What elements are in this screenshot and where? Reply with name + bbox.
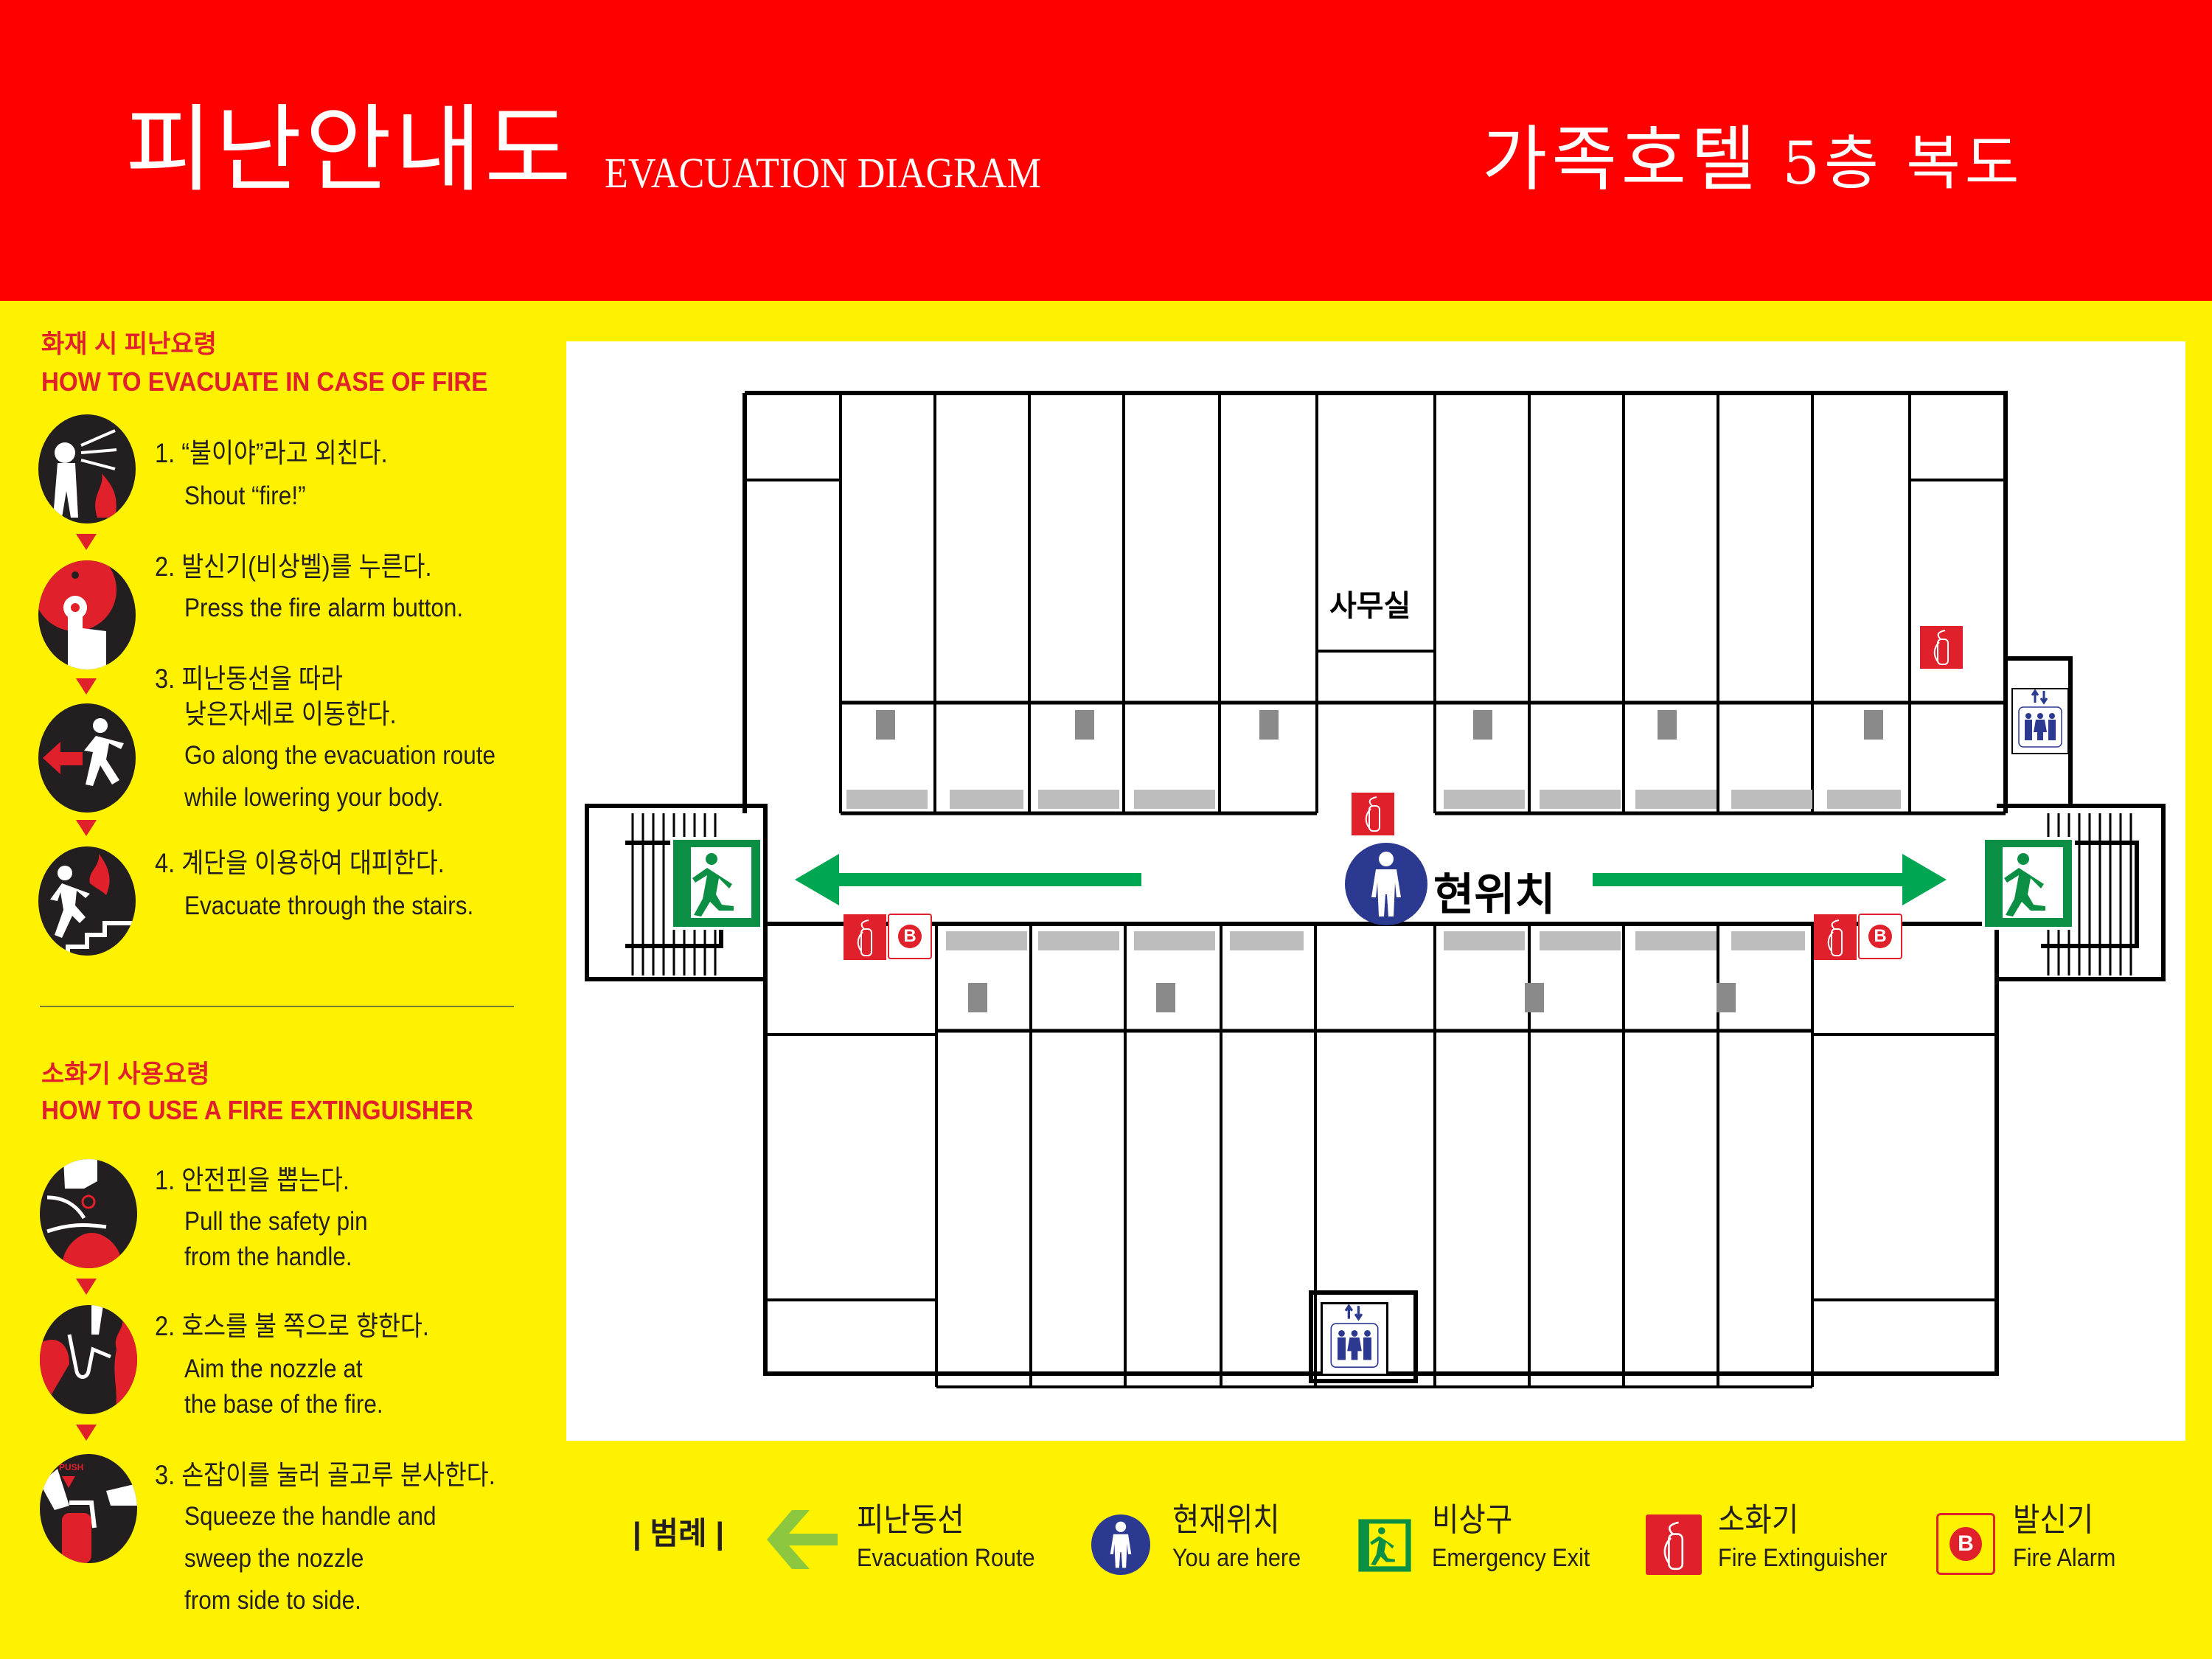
emergency-exit-sign-left <box>670 837 763 930</box>
legend-route-ko: 피난동선 <box>857 1502 964 1538</box>
elevator-icon <box>1321 1302 1388 1376</box>
fire-alarm-marker: B <box>888 914 932 959</box>
location-name: 가족호텔 <box>1482 118 1761 201</box>
evacuate-step-1-en: Shout “fire!” <box>184 481 306 510</box>
extinguisher-step-1-en-line2: from the handle. <box>184 1242 352 1271</box>
stairs-escape-icon <box>38 846 136 956</box>
evacuate-step-3-ko-line1: 3. 피난동선을 따라 <box>155 664 343 694</box>
person-icon <box>1371 852 1401 917</box>
extinguisher-heading-ko: 소화기 사용요령 <box>41 1060 210 1088</box>
office-room-label: 사무실 <box>1329 590 1411 622</box>
legend-title: | 범례 | <box>633 1516 725 1551</box>
fire-extinguisher-marker <box>1920 626 1963 669</box>
legend-alarm-ko: 발신기 <box>2013 1502 2094 1538</box>
fire-extinguisher-icon <box>1646 1514 1702 1575</box>
extinguisher-step-3-ko: 3. 손잡이를 눌러 골고루 분사한다. <box>155 1460 495 1490</box>
legend-here-ko: 현재위치 <box>1172 1502 1280 1538</box>
elevator-icon <box>2011 688 2069 754</box>
extinguisher-step-2-en-line2: the base of the fire. <box>184 1390 383 1419</box>
fire-alarm-icon: B <box>1936 1513 1995 1575</box>
extinguisher-step-3-en-line3: from side to side. <box>184 1586 361 1615</box>
evacuate-step-3-ko-line2: 낮은자세로 이동한다. <box>184 699 397 729</box>
legend-route-en: Evacuation Route <box>857 1544 1035 1572</box>
you-are-here-marker <box>1345 843 1427 925</box>
fire-extinguisher-marker <box>1814 914 1857 960</box>
arrow-down-icon <box>76 678 97 695</box>
legend-exit-ko: 비상구 <box>1432 1502 1513 1538</box>
arrow-down-icon <box>76 1279 97 1295</box>
aim-nozzle-icon <box>40 1305 137 1414</box>
fire-extinguisher-marker <box>844 914 886 960</box>
alarm-button-press-icon <box>38 560 136 669</box>
evacuate-step-3-en-line1: Go along the evacuation route <box>184 741 496 770</box>
you-are-here-icon <box>1091 1514 1150 1575</box>
emergency-exit-icon <box>1357 1516 1413 1579</box>
evacuation-route-arrow-left <box>795 854 1141 909</box>
arrow-down-icon <box>76 820 97 836</box>
extinguisher-step-2-ko: 2. 호스를 불 쪽으로 향한다. <box>155 1311 429 1341</box>
extinguisher-step-3-en-line2: sweep the nozzle <box>184 1544 364 1573</box>
pull-pin-icon <box>40 1159 137 1268</box>
arrow-down-icon <box>76 1425 97 1441</box>
running-exit-icon <box>38 703 136 813</box>
evacuate-heading-ko: 화재 시 피난요령 <box>41 330 217 358</box>
evacuate-step-4-en: Evacuate through the stairs. <box>184 891 474 920</box>
emergency-exit-sign-right <box>1982 837 2075 930</box>
floor-plan-map: 사무실 현위치 B B <box>566 341 2185 1441</box>
arrow-down-icon <box>76 534 97 550</box>
legend-alarm-en: Fire Alarm <box>2013 1544 2116 1572</box>
extinguisher-heading-en: HOW TO USE A FIRE EXTINGUISHER <box>41 1095 473 1125</box>
location-floor: 5층 복도 <box>1782 129 2024 198</box>
evacuation-route-arrow-icon <box>767 1510 838 1573</box>
evacuate-heading-en: HOW TO EVACUATE IN CASE OF FIRE <box>41 366 488 397</box>
legend-extinguisher-en: Fire Extinguisher <box>1718 1544 1888 1572</box>
extinguisher-step-2-en-line1: Aim the nozzle at <box>184 1354 363 1383</box>
legend-here-en: You are here <box>1172 1544 1301 1572</box>
evacuate-section: 화재 시 피난요령 HOW TO EVACUATE IN CASE OF FIR… <box>0 301 560 1009</box>
extinguisher-step-3-en-line1: Squeeze the handle and <box>184 1502 437 1531</box>
evacuate-step-2-en: Press the fire alarm button. <box>184 594 464 622</box>
evacuation-route-arrow-right <box>1593 854 1947 909</box>
extinguisher-step-1-en-line1: Pull the safety pin <box>184 1207 368 1236</box>
fire-extinguisher-marker <box>1352 793 1394 835</box>
evacuate-step-2-ko: 2. 발신기(비상벨)를 누른다. <box>155 552 432 582</box>
evacuate-step-1-ko: 1. “불이야”라고 외친다. <box>155 438 388 468</box>
page-subtitle: EVACUATION DIAGRAM <box>605 149 1042 197</box>
legend: | 범례 | 피난동선 Evacuation Route 현재위치 You ar… <box>627 1504 2190 1585</box>
shouting-person-icon <box>38 414 136 524</box>
fire-alarm-marker: B <box>1858 914 1902 959</box>
extinguisher-step-1-ko: 1. 안전핀을 뽑는다. <box>155 1165 349 1195</box>
section-divider <box>40 1006 514 1007</box>
you-are-here-label: 현위치 <box>1433 870 1556 919</box>
svg-text:PUSH: PUSH <box>59 1462 83 1472</box>
floor-plan-drawing <box>585 391 2166 1388</box>
evacuate-step-3-en-line2: while lowering your body. <box>184 783 444 812</box>
page-title: 피난안내도 <box>125 95 574 205</box>
legend-exit-en: Emergency Exit <box>1432 1544 1590 1572</box>
squeeze-handle-icon: PUSH <box>40 1454 137 1563</box>
legend-extinguisher-ko: 소화기 <box>1718 1502 1799 1538</box>
evacuate-step-4-ko: 4. 계단을 이용하여 대피한다. <box>155 848 445 878</box>
